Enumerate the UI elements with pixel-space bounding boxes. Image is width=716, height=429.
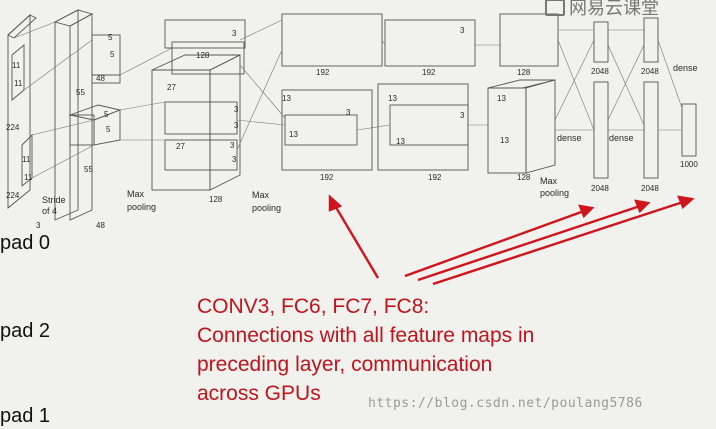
kernel-label: 3 xyxy=(460,26,465,35)
dim-label: 55 xyxy=(76,88,85,97)
dim-label: 128 xyxy=(196,51,210,60)
connection-lines xyxy=(13,19,683,179)
annotation-line: Connections with all feature maps in xyxy=(197,324,535,347)
brand-logo: 网易云课堂 xyxy=(545,0,659,20)
kernel-label: 3 xyxy=(346,108,351,117)
dim-label: 128 xyxy=(517,68,531,77)
dense-label: dense xyxy=(557,133,582,143)
dim-label: 128 xyxy=(517,173,531,182)
arrow-fc6-head xyxy=(578,204,595,219)
arrow-fc8 xyxy=(432,200,684,286)
kernel-label: 3 xyxy=(460,111,465,120)
conv3-top xyxy=(281,13,383,67)
annotation-line: preceding layer, communication xyxy=(197,353,493,376)
input-size-label: 224 xyxy=(6,191,20,200)
dim-label: 2048 xyxy=(591,184,609,193)
watermark: https://blog.csdn.net/poulang5786 xyxy=(368,396,643,411)
dim-label: 192 xyxy=(316,68,330,77)
kernel-size-label: 11 xyxy=(14,79,23,88)
kernel-label: 3 xyxy=(232,155,237,164)
arrow-fc7-head xyxy=(634,199,651,214)
conv5-top xyxy=(499,13,559,67)
maxpool-label: pooling xyxy=(252,203,281,213)
fc6-top xyxy=(593,21,609,63)
dense-label: dense xyxy=(673,63,698,73)
dim-label: 2048 xyxy=(591,67,609,76)
annotation-text: CONV3, FC6, FC7, FC8: Connections with a… xyxy=(197,292,534,408)
input-size-label: 224 xyxy=(6,123,20,132)
dense-label: dense xyxy=(609,133,634,143)
dim-label: 13 xyxy=(497,94,506,103)
kernel-label: 3 xyxy=(230,141,235,150)
kernel-label: 5 xyxy=(110,50,115,59)
dim-label: 27 xyxy=(167,83,176,92)
kernel-label: 3 xyxy=(234,105,239,114)
arrow-conv3-head xyxy=(328,194,343,212)
dim-label: 55 xyxy=(84,165,93,174)
arrow-fc6 xyxy=(404,209,585,278)
dim-label: 27 xyxy=(176,142,185,151)
input-kernel-top xyxy=(11,44,25,101)
arrow-conv3 xyxy=(332,203,380,279)
kernel-label: 5 xyxy=(108,33,113,42)
channel-label: 3 xyxy=(36,221,41,230)
arrow-fc8-head xyxy=(677,195,695,210)
maxpool-label: pooling xyxy=(540,188,569,198)
dim-label: 2048 xyxy=(641,184,659,193)
kernel-size-label: 11 xyxy=(24,173,33,182)
dim-label: 13 xyxy=(289,130,298,139)
dim-label: 13 xyxy=(500,136,509,145)
fc8-output xyxy=(681,103,697,157)
input-image-top xyxy=(7,14,37,39)
conv2-volume-top-a xyxy=(164,19,246,49)
conv2-kernel-b xyxy=(164,139,238,171)
kernel-label: 3 xyxy=(232,29,237,38)
logo-text: 网易云课堂 xyxy=(569,0,659,19)
conv2-kernel-a xyxy=(164,101,238,135)
dim-label: 48 xyxy=(96,221,105,230)
dim-label: 48 xyxy=(96,74,105,83)
output-size-label: 1000 xyxy=(680,160,698,169)
fc7-bottom xyxy=(643,81,659,179)
dim-label: 13 xyxy=(396,137,405,146)
pad-label: pad 1 xyxy=(0,405,51,427)
stride-value-label: of 4 xyxy=(42,206,57,216)
maxpool-label: Max xyxy=(252,190,270,200)
logo-icon xyxy=(545,0,565,16)
kernel-label: 5 xyxy=(106,125,111,134)
dim-label: 192 xyxy=(422,68,436,77)
dim-label: 192 xyxy=(428,173,442,182)
conv2-volume-top-b xyxy=(171,41,245,75)
fc7-top xyxy=(643,17,659,63)
maxpool-label: Max xyxy=(540,176,558,186)
fc6-bottom xyxy=(593,81,609,179)
dim-label: 13 xyxy=(282,94,291,103)
arrow-fc7 xyxy=(417,204,641,282)
conv3-bottom xyxy=(281,89,373,171)
conv2-volume-bottom xyxy=(151,69,211,191)
conv1-volume-side xyxy=(69,13,93,221)
dim-label: 128 xyxy=(209,195,223,204)
pad-label: pad 0 xyxy=(0,232,51,254)
kernel-label: 3 xyxy=(234,121,239,130)
dim-label: 13 xyxy=(388,94,397,103)
kernel-label: 5 xyxy=(104,110,109,119)
pad-label: pad 2 xyxy=(0,320,51,342)
conv4-top xyxy=(384,19,476,67)
red-arrows xyxy=(328,194,695,286)
conv5-bottom xyxy=(487,87,527,174)
kernel-size-label: 11 xyxy=(12,61,21,70)
conv2-input-top xyxy=(91,34,121,76)
annotation-line: across GPUs xyxy=(197,382,321,405)
dim-label: 192 xyxy=(320,173,334,182)
kernel-size-label: 11 xyxy=(22,155,31,164)
maxpool-label: Max xyxy=(127,189,145,199)
maxpool-label: pooling xyxy=(127,202,156,212)
annotation-line: CONV3, FC6, FC7, FC8: xyxy=(197,295,430,318)
stride-label: Stride xyxy=(42,195,66,205)
dim-label: 2048 xyxy=(641,67,659,76)
